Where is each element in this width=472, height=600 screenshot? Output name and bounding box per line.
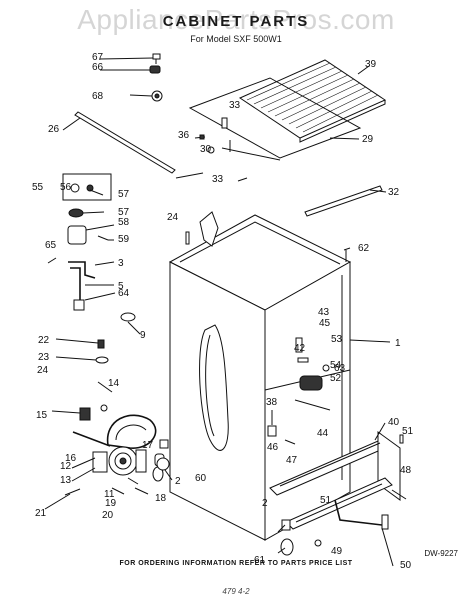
callout-63: 63 — [334, 363, 346, 374]
callout-47: 47 — [286, 455, 298, 466]
callout-18: 18 — [155, 493, 167, 504]
callout-40: 40 — [388, 417, 400, 428]
callout-12: 12 — [60, 461, 72, 472]
callout-62: 62 — [358, 243, 370, 254]
callout-38: 38 — [266, 397, 278, 408]
callout-66: 66 — [92, 62, 104, 73]
top-grill-panel — [238, 59, 387, 143]
callout-26: 26 — [48, 124, 60, 135]
diagram-title: CABINET PARTS — [162, 13, 310, 30]
hinge-bracket — [199, 211, 219, 247]
drawing-code: DW-9227 — [424, 549, 458, 558]
callout-65: 65 — [45, 240, 57, 251]
callout-2: 2 — [175, 476, 181, 487]
diagram-subtitle: For Model SXF 500W1 — [190, 34, 282, 44]
callout-22: 22 — [38, 335, 50, 346]
callout-5: 5 — [118, 281, 124, 292]
callout-64: 64 — [118, 288, 130, 299]
callout-19: 19 — [105, 498, 117, 509]
front-trim-strip — [74, 111, 176, 174]
callout-16: 16 — [65, 453, 77, 464]
callout-51: 51 — [402, 426, 414, 437]
callout-21: 21 — [35, 508, 47, 519]
caster-wheels — [156, 439, 294, 556]
callout-20: 20 — [102, 510, 114, 521]
callout-33: 33 — [229, 100, 241, 111]
callout-24: 24 — [167, 212, 179, 223]
ordering-footer: FOR ORDERING INFORMATION REFER TO PARTS … — [119, 560, 353, 567]
callout-53: 53 — [331, 334, 343, 345]
callout-11: 11 — [104, 489, 115, 500]
callout-61: 61 — [254, 555, 266, 566]
callout-13: 13 — [60, 475, 72, 486]
callout-57: 57 — [118, 207, 130, 218]
callout-3: 3 — [118, 258, 124, 269]
callout-44: 44 — [317, 428, 329, 439]
top-plate — [188, 77, 362, 161]
callout-54: 54 — [330, 360, 342, 371]
side-trim-strip — [304, 185, 383, 217]
callout-43: 43 — [318, 307, 330, 318]
callout-15: 15 — [36, 410, 48, 421]
callout-30: 30 — [200, 144, 212, 155]
callout-46: 46 — [267, 442, 279, 453]
callout-58: 58 — [118, 217, 130, 228]
top-fasteners — [149, 53, 248, 182]
base-rails — [269, 431, 404, 547]
callout-9: 9 — [140, 330, 146, 341]
callout-51: 51 — [320, 495, 332, 506]
cabinet-shell — [168, 214, 352, 541]
callout-48: 48 — [400, 465, 412, 476]
callout-57: 57 — [118, 189, 130, 200]
callout-14: 14 — [108, 378, 120, 389]
callout-56: 56 — [60, 182, 72, 193]
callout-24: 24 — [37, 365, 49, 376]
leader-lines — [44, 57, 407, 567]
callout-29: 29 — [362, 134, 374, 145]
callout-50: 50 — [400, 560, 412, 571]
callout-36: 36 — [178, 130, 190, 141]
right-side-parts — [267, 247, 351, 445]
callout-33: 33 — [212, 174, 224, 185]
callout-55: 55 — [32, 182, 44, 193]
callout-49: 49 — [331, 546, 343, 557]
callout-2: 2 — [262, 498, 268, 509]
watermark: AppliancePartsPros.com — [77, 4, 395, 35]
callout-42: 42 — [294, 343, 306, 354]
callout-52: 52 — [330, 373, 342, 384]
callout-17: 17 — [142, 440, 154, 451]
callout-59: 59 — [118, 234, 130, 245]
callout-45: 45 — [319, 318, 331, 329]
callout-1: 1 — [395, 338, 401, 349]
page-note: 479 4-2 — [222, 587, 250, 596]
callout-60: 60 — [195, 473, 207, 484]
callout-67: 67 — [92, 52, 104, 63]
callout-68: 68 — [92, 91, 104, 102]
callout-23: 23 — [38, 352, 50, 363]
callout-32: 32 — [388, 187, 400, 198]
callout-39: 39 — [365, 59, 377, 70]
